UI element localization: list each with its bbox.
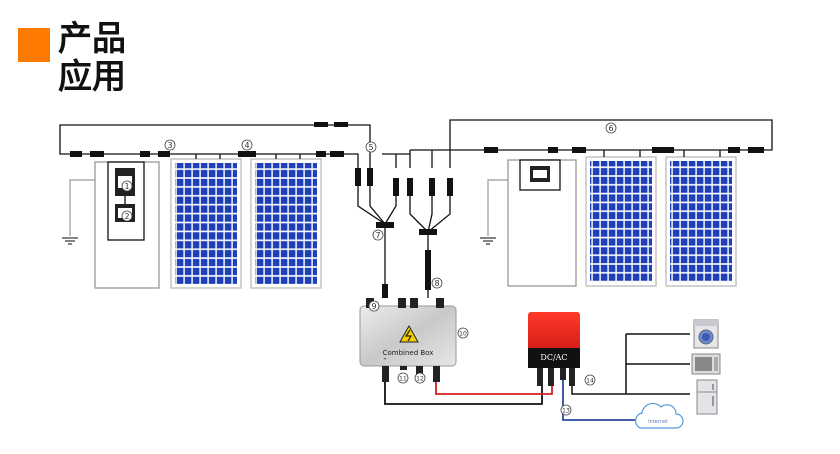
ground-icon	[62, 237, 78, 245]
combiner-input-connectors	[376, 222, 437, 298]
marker-5: 5	[368, 143, 373, 152]
number-markers	[121, 122, 617, 416]
solar-panel-3	[585, 156, 657, 287]
minus-sign: -	[383, 354, 386, 364]
marker-8: 8	[434, 279, 439, 288]
ac-output-wiring	[571, 333, 690, 395]
ground-icon	[480, 237, 496, 245]
left-junction-frame	[69, 161, 160, 289]
washing-machine-icon	[693, 319, 719, 349]
solar-panel-2	[250, 158, 322, 289]
panel-jumpers	[195, 150, 721, 159]
inverter	[528, 312, 580, 386]
right-connectors	[484, 147, 764, 153]
dc-positive-wire	[435, 382, 553, 395]
solar-panel-4	[665, 156, 737, 287]
marker-10: 10	[459, 331, 467, 338]
solar-panel-1	[170, 158, 242, 289]
page-title: 产品 应用	[58, 20, 126, 96]
internet-cloud-icon	[634, 402, 684, 429]
cloud-label: Internet	[648, 419, 668, 425]
microwave-icon	[691, 353, 721, 375]
title-line-1: 产品	[58, 19, 126, 59]
warning-icon	[399, 324, 419, 343]
title-line-2: 应用	[58, 57, 126, 97]
inverter-label: DC/AC	[540, 353, 567, 362]
marker-13: 13	[562, 408, 570, 415]
orange-accent-block	[18, 28, 50, 62]
marker-4: 4	[244, 141, 249, 150]
combiner-box-label: Combined Box	[383, 349, 434, 357]
marker-1: 1	[124, 182, 129, 191]
marker-12: 12	[416, 376, 424, 383]
marker-6: 6	[608, 124, 613, 133]
marker-9: 9	[371, 302, 376, 311]
drop-connectors	[355, 168, 453, 196]
marker-7: 7	[375, 231, 380, 240]
marker-14: 14	[586, 378, 594, 385]
refrigerator-icon	[696, 379, 718, 415]
right-junction-frame	[487, 159, 577, 287]
combiner-output-connectors	[382, 366, 440, 382]
internet-wire	[562, 380, 640, 421]
left-connectors	[70, 122, 348, 157]
marker-11: 11	[399, 376, 407, 383]
dc-negative-wire	[384, 382, 543, 405]
marker-2: 2	[124, 212, 129, 221]
marker-3: 3	[167, 141, 172, 150]
